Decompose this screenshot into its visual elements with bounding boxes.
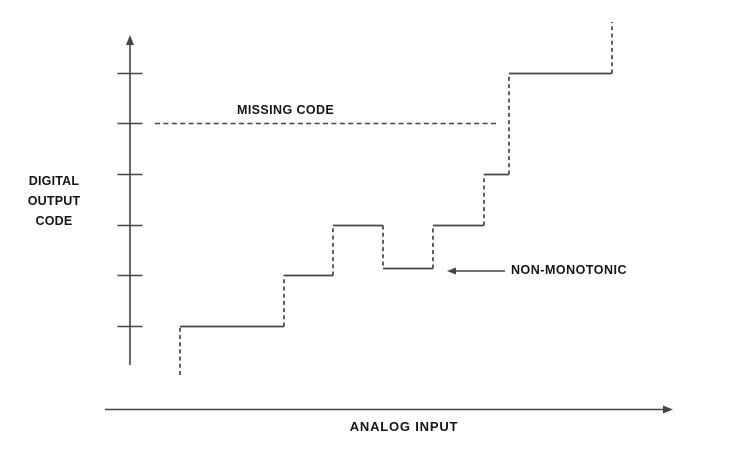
staircase-solid-segments — [180, 72, 612, 328]
y-axis-label-line-2: OUTPUT — [27, 194, 81, 208]
y-axis-label-line-3: CODE — [35, 214, 73, 228]
y-axis-label: DIGITAL OUTPUT CODE — [10, 171, 98, 231]
y-axis-label-line-1: DIGITAL — [28, 174, 80, 188]
y-axis — [117, 35, 143, 365]
non-monotonic-arrow — [447, 267, 505, 275]
non-monotonic-label: NON-MONOTONIC — [511, 263, 627, 277]
missing-code-label: MISSING CODE — [237, 103, 335, 117]
staircase-dashed-segments — [179, 22, 613, 375]
x-axis-label: ANALOG INPUT — [349, 419, 459, 434]
x-axis — [105, 405, 673, 414]
